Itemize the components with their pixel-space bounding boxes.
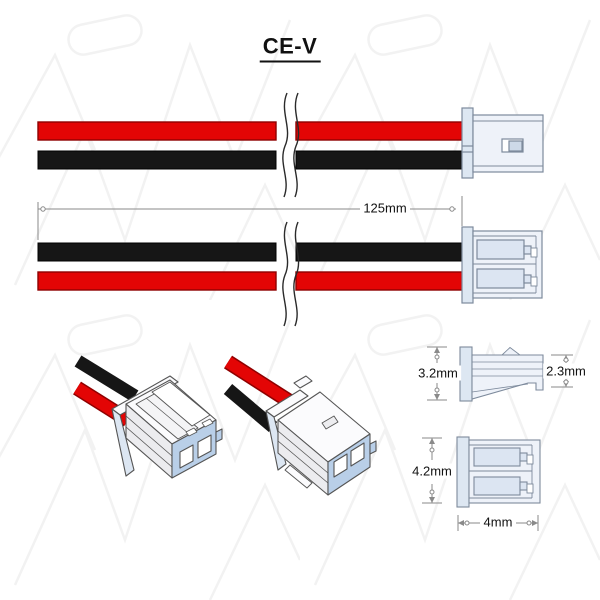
contact-hole — [179, 444, 194, 469]
red-wire — [224, 356, 296, 409]
connector-housing-top — [461, 226, 543, 304]
side-latch-tab — [369, 440, 377, 455]
cable-assembly-side-view — [37, 92, 544, 198]
dim-label-connector-length: 4mm — [480, 514, 516, 530]
latch-window — [501, 138, 524, 153]
latch-window — [321, 415, 339, 430]
cable-break-symbol — [282, 92, 300, 198]
dim-label-connector-depth: 2.3mm — [543, 363, 589, 379]
flange-side — [111, 408, 135, 477]
dim-label-connector-height: 3.2mm — [415, 365, 461, 381]
width-dimension — [422, 437, 442, 504]
red-wire — [37, 121, 464, 141]
wedge-ramp — [135, 392, 199, 440]
contact-cavity — [476, 239, 538, 260]
contact-cavity — [473, 447, 534, 467]
iso-connector-view-right — [223, 355, 377, 496]
contact-hole — [197, 434, 212, 459]
black-wire — [37, 242, 464, 262]
dim-label-cable-length: 125mm — [360, 200, 410, 216]
contact-cavity — [476, 268, 538, 289]
cable-assembly-top-view — [37, 221, 543, 327]
side-latch-tab — [215, 428, 223, 443]
black-wire — [74, 355, 139, 402]
contact-cavity — [473, 476, 534, 496]
red-wire — [37, 271, 464, 291]
height-dimension — [427, 346, 447, 401]
cable-length-dimension — [37, 196, 463, 240]
depth-dimension — [551, 354, 573, 388]
dimensioned-side-view — [427, 346, 573, 402]
dimensioned-top-view — [422, 436, 541, 531]
contact-hole — [350, 442, 365, 467]
connector-housing-side — [461, 107, 544, 179]
black-wire — [223, 384, 278, 432]
dim-label-connector-width: 4.2mm — [409, 463, 455, 479]
iso-connector-view-left — [73, 355, 223, 479]
black-wire — [37, 150, 464, 170]
page-title: CE-V — [259, 34, 321, 63]
side-rail — [284, 464, 313, 489]
wedge-ramp — [151, 381, 211, 427]
cable-break-symbol — [282, 221, 300, 327]
contact-hole — [333, 453, 348, 478]
length-dimension — [457, 515, 539, 531]
top-tab — [293, 375, 313, 389]
